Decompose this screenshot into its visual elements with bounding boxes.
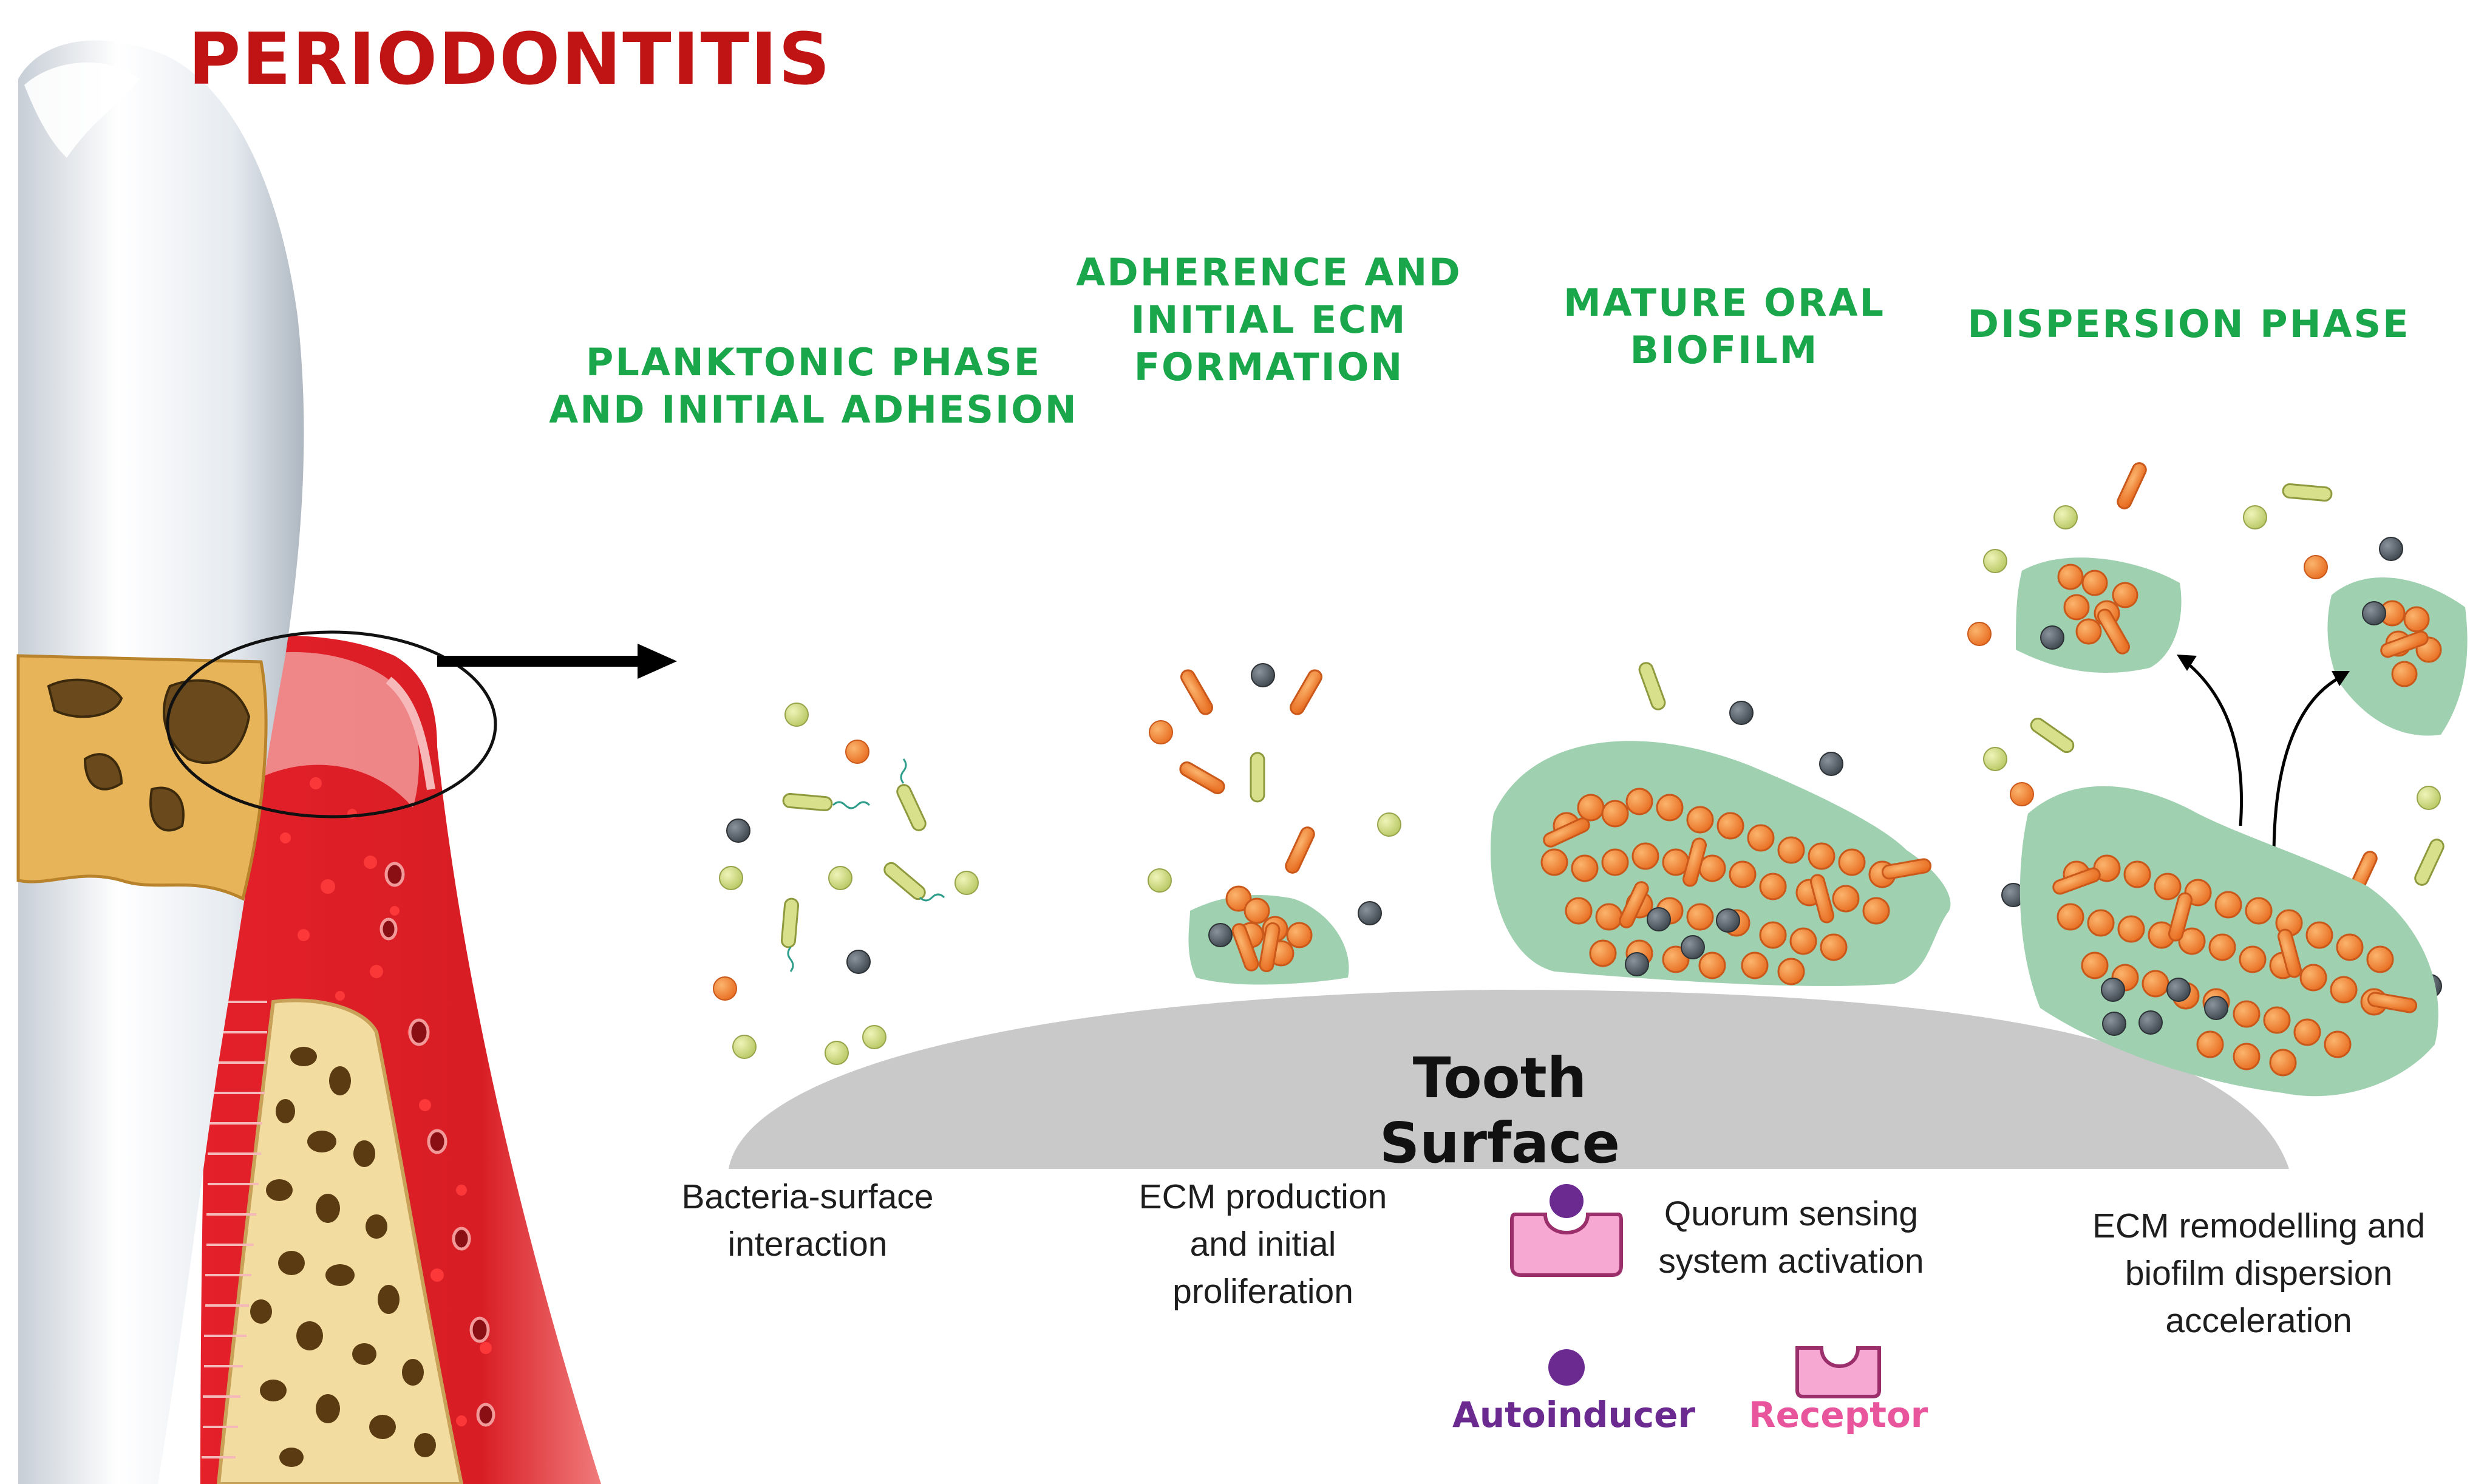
- quorum-sensing-icon: [1510, 1184, 1623, 1277]
- legend-receptor-label: Receptor: [1749, 1394, 1928, 1435]
- zoom-circle: [166, 630, 497, 819]
- zoom-arrow: [437, 644, 677, 679]
- receptor-icon: [1795, 1346, 1881, 1398]
- phase-heading-mature: MATURE ORAL BIOFILM: [1563, 281, 1886, 372]
- caption-bacteria-surface: Bacteria-surface interaction: [681, 1177, 934, 1264]
- tooth-anatomy-illustration: [16, 40, 601, 1484]
- mature-biofilm: [1490, 662, 1951, 986]
- tooth-surface-label: Tooth Surface: [1379, 1046, 1621, 1176]
- legend-autoinducer-label: Autoinducer: [1452, 1394, 1696, 1435]
- phase-heading-dispersion: DISPERSION PHASE: [1967, 302, 2410, 346]
- caption-quorum-sensing: Quorum sensing system activation: [1658, 1194, 1924, 1281]
- planktonic-bacteria: [713, 703, 979, 1065]
- alveolar-bone: [216, 998, 464, 1484]
- caption-ecm-production: ECM production and initial proliferation: [1138, 1177, 1387, 1311]
- adherence-cluster: [1148, 663, 1401, 985]
- dispersion-biofilm: [1967, 462, 2468, 1097]
- diagram-title: PERIODONTITIS: [188, 17, 831, 101]
- phase-heading-adherence: ADHERENCE AND INITIAL ECM FORMATION: [1076, 250, 1462, 389]
- autoinducer-icon: [1548, 1349, 1585, 1386]
- caption-ecm-remodelling: ECM remodelling and biofilm dispersion a…: [2092, 1207, 2426, 1340]
- phase-heading-planktonic: PLANKTONIC PHASE AND INITIAL ADHESION: [549, 340, 1078, 432]
- tooth-surface: [729, 990, 2289, 1169]
